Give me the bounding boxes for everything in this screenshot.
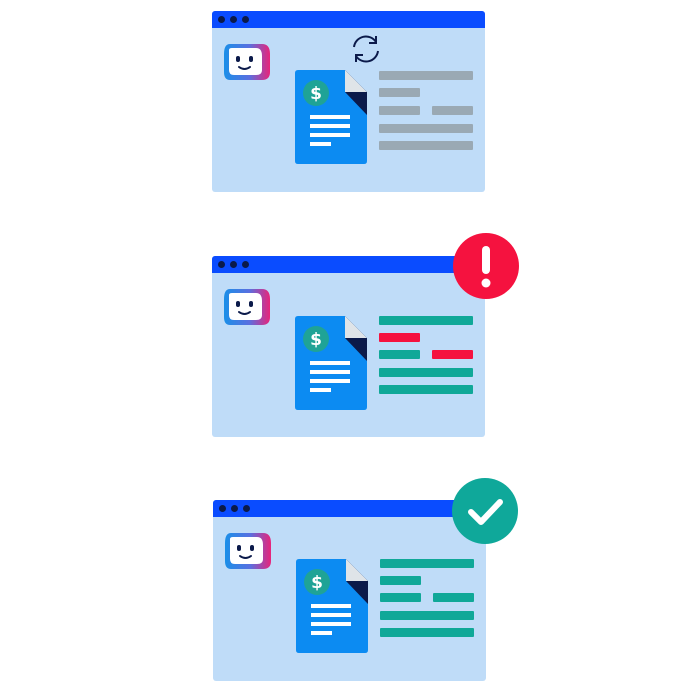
invoice-field-line (379, 71, 473, 80)
invoice-field-line (379, 124, 473, 133)
window-titlebar (212, 256, 485, 273)
invoice-window-processing: $ (212, 11, 485, 192)
window-dot (218, 16, 225, 23)
exclamation-icon (453, 233, 519, 299)
robot-mascot-icon (224, 44, 270, 80)
invoice-field-line (380, 559, 474, 568)
invoice-document-icon: $ (295, 70, 367, 164)
refresh-icon (353, 35, 379, 63)
invoice-window-success: $ (213, 478, 518, 681)
robot-mascot-icon (225, 533, 271, 569)
currency-symbol: $ (310, 84, 322, 104)
invoice-field-line (379, 316, 473, 325)
currency-symbol: $ (311, 573, 323, 593)
invoice-document-icon: $ (295, 316, 367, 410)
window-dot (230, 261, 237, 268)
invoice-field-line (379, 88, 420, 97)
invoice-field-line-error (432, 350, 473, 359)
window-dot (243, 505, 250, 512)
invoice-field-line (379, 106, 420, 115)
invoice-window-error: $ (212, 233, 519, 437)
window-dot (230, 16, 237, 23)
invoice-field-line (379, 385, 473, 394)
window-titlebar (212, 11, 485, 28)
invoice-field-line (379, 368, 473, 377)
window-dot (242, 261, 249, 268)
invoice-field-line (380, 576, 421, 585)
invoice-field-line (380, 628, 474, 637)
invoice-field-line (380, 593, 421, 602)
invoice-field-line-error (379, 333, 420, 342)
invoice-field-line (379, 141, 473, 150)
window-dot (242, 16, 249, 23)
robot-mascot-icon (224, 289, 270, 325)
invoice-field-line (432, 106, 473, 115)
invoice-document-icon: $ (296, 559, 368, 653)
window-dot (219, 505, 226, 512)
checkmark-icon (452, 478, 518, 544)
window-titlebar (213, 500, 486, 517)
window-dot (231, 505, 238, 512)
invoice-field-line (379, 350, 420, 359)
invoice-field-line (433, 593, 474, 602)
currency-symbol: $ (310, 330, 322, 350)
window-dot (218, 261, 225, 268)
invoice-field-line (380, 611, 474, 620)
